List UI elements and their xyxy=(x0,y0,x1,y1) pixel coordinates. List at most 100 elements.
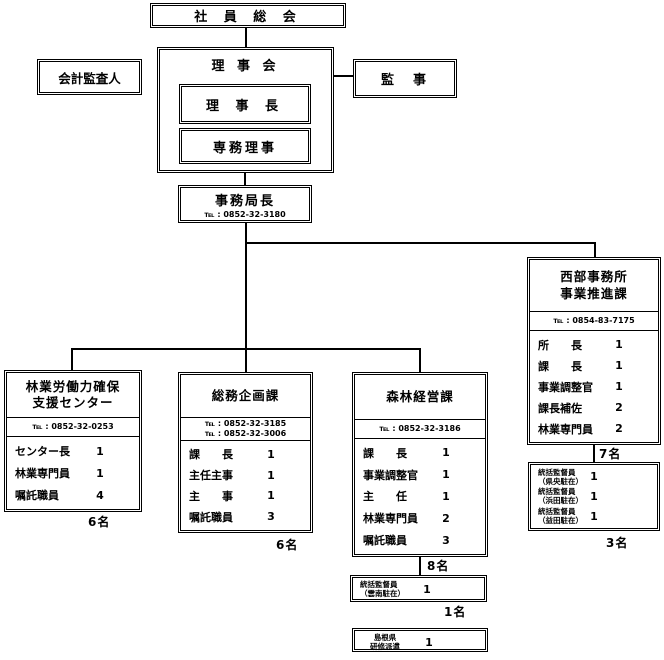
staff-row: 課 長 1 xyxy=(530,358,658,374)
staff-label: 課 長 xyxy=(189,448,233,462)
connector-senmu-jimu xyxy=(244,163,246,186)
connector-seibu-drop xyxy=(594,242,596,258)
staff-count: 2 xyxy=(615,401,623,414)
staff-label: 島根県研修派遣 xyxy=(370,633,400,651)
executive-director-box: 専務理事 xyxy=(179,128,311,164)
division-box-soumu: 総務企画課 ℡ : 0852-32-3185 ℡ : 0852-32-3006 … xyxy=(178,372,313,533)
staff-count: 1 xyxy=(423,582,431,596)
tel-line: ℡ : 0852-32-3186 xyxy=(379,424,461,434)
staff-count: 1 xyxy=(590,489,598,503)
staff-count: 1 xyxy=(442,468,450,482)
staff-row: 統括監督員（益田駐在） 1 xyxy=(531,507,657,525)
staff-label: センター長 xyxy=(15,445,70,458)
staff-total-soumu: 6名 xyxy=(276,538,299,552)
connector-ringyo-drop xyxy=(71,348,73,371)
division-tel: ℡ : 0854-83-7175 xyxy=(530,311,658,331)
staff-row: 主 事 1 xyxy=(181,488,310,504)
auditor-box: 監 事 xyxy=(353,59,457,98)
president-box: 理 事 長 xyxy=(179,84,311,124)
staff-count: 2 xyxy=(615,422,623,435)
secretariat-box: 事務局長 ℡ : 0852-32-3180 xyxy=(178,185,312,223)
staff-count: 4 xyxy=(96,488,104,502)
staff-row: 島根県研修派遣 1 xyxy=(355,633,485,651)
staff-count: 1 xyxy=(442,489,450,503)
staff-label: 統括監督員（浜田駐在） xyxy=(538,487,583,506)
connector-branch-horizontal xyxy=(71,348,421,350)
staff-label: 嘱託職員 xyxy=(189,510,233,524)
staff-row: 統括監督員（雲南駐在） 1 xyxy=(353,580,484,598)
staff-label: 主 事 xyxy=(189,489,233,503)
staff-label: 所 長 xyxy=(538,338,582,352)
division-title-line: 森林経営課 xyxy=(386,388,454,404)
connector-shinrin-drop xyxy=(419,348,421,373)
president-label: 理 事 長 xyxy=(205,98,285,114)
division-tel: ℡ : 0852-32-0253 xyxy=(7,417,139,437)
connector-soukai-rijikai xyxy=(245,27,247,47)
division-tel: ℡ : 0852-32-3186 xyxy=(355,419,485,439)
staff-count: 1 xyxy=(96,444,104,458)
staff-label: 嘱託職員 xyxy=(363,534,407,548)
staff-label: 課 長 xyxy=(363,446,407,460)
staff-label: 課長補佐 xyxy=(538,401,582,415)
accounting-auditor-label: 会計監査人 xyxy=(58,70,121,86)
general-meeting-box: 社 員 総 会 xyxy=(150,3,346,28)
staff-count: 1 xyxy=(96,466,104,480)
shimane-dispatch-box: 島根県研修派遣 1 xyxy=(352,628,488,652)
staff-count: 3 xyxy=(442,533,450,547)
staff-count: 1 xyxy=(267,489,275,503)
staff-label: 主任主事 xyxy=(189,469,233,483)
secretariat-tel: ℡ : 0852-32-3180 xyxy=(204,209,286,219)
staff-row: 課 長 1 xyxy=(355,445,485,461)
staff-row: 課長補佐 2 xyxy=(530,400,658,416)
division-title-line: 事業推進課 xyxy=(560,285,628,301)
staff-label: 嘱託職員 xyxy=(15,489,59,502)
staff-count: 1 xyxy=(615,359,623,372)
staff-total-ringyo: 6名 xyxy=(88,515,111,529)
connector-seibu-kantoku xyxy=(593,444,595,463)
staff-total-seibu: 7名 xyxy=(599,447,622,461)
connector-shinrin-unnan xyxy=(419,556,421,576)
staff-label: 事業調整官 xyxy=(363,468,418,482)
division-title-line: 支援センター xyxy=(32,395,114,410)
auditor-label: 監 事 xyxy=(380,73,429,88)
division-box-ringyo-center: 林業労働力確保 支援センター ℡ : 0852-32-0253 センター長 1 林… xyxy=(4,370,142,512)
accounting-auditor-box: 会計監査人 xyxy=(37,59,142,95)
division-tel: ℡ : 0852-32-3185 ℡ : 0852-32-3006 xyxy=(181,417,310,441)
secretariat-label: 事務局長 xyxy=(214,193,275,209)
staff-count: 1 xyxy=(425,635,433,649)
board-label: 理 事 会 xyxy=(211,59,280,74)
staff-label: 統括監督員（雲南駐在） xyxy=(360,580,405,598)
staff-count: 1 xyxy=(267,447,275,461)
staff-count: 1 xyxy=(615,380,623,393)
staff-label: 事業調整官 xyxy=(538,380,593,394)
staff-label: 統括監督員（県央駐在） xyxy=(538,467,583,486)
tel-line: ℡ : 0852-32-3006 xyxy=(204,429,287,438)
staff-count: 1 xyxy=(442,446,450,460)
staff-label: 課 長 xyxy=(538,359,582,373)
division-title: 総務企画課 xyxy=(181,375,310,417)
staff-count: 1 xyxy=(615,338,623,351)
connector-branch-seibu-horizontal xyxy=(245,242,596,244)
seibu-kantoku-box: 統括監督員（県央駐在） 1 統括監督員（浜田駐在） 1 統括監督員（益田駐在） … xyxy=(528,462,660,531)
staff-label: 林業専門員 xyxy=(363,512,418,526)
staff-label: 統括監督員（益田駐在） xyxy=(538,507,583,526)
staff-row: 事業調整官 1 xyxy=(530,379,658,395)
staff-total-seibu-kantoku: 3名 xyxy=(606,536,629,550)
executive-director-label: 専務理事 xyxy=(212,140,277,156)
division-title: 林業労働力確保 支援センター xyxy=(7,373,139,417)
staff-row: 嘱託職員 3 xyxy=(355,532,485,548)
staff-row: 事業調整官 1 xyxy=(355,467,485,483)
tel-line: ℡ : 0854-83-7175 xyxy=(553,316,635,326)
unnan-kantoku-box: 統括監督員（雲南駐在） 1 xyxy=(350,575,487,602)
connector-rijikai-kanji xyxy=(334,75,353,77)
